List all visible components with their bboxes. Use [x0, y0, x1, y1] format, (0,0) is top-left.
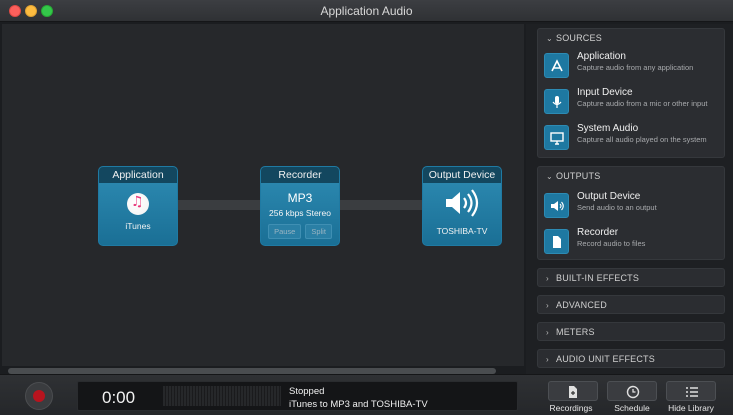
microphone-icon: [544, 89, 569, 114]
source-item-system-audio[interactable]: System Audio Capture all audio played on…: [544, 123, 720, 153]
status-display: 0:00 Stopped iTunes to MP3 and TOSHIBA-T…: [77, 381, 518, 411]
chevron-down-icon: ⌄: [546, 34, 553, 43]
audio-unit-effects-section[interactable]: ›AUDIO UNIT EFFECTS: [537, 349, 725, 368]
recorder-node[interactable]: Recorder MP3 256 kbps Stereo Pause Split: [260, 166, 340, 246]
node-header: Output Device: [423, 167, 501, 183]
clock-icon: [626, 385, 640, 399]
sources-section: ⌄SOURCES Application Capture audio from …: [537, 28, 725, 158]
schedule-label: Schedule: [614, 403, 650, 413]
recordings-button[interactable]: [548, 381, 598, 401]
chevron-right-icon: ›: [546, 355, 549, 364]
pause-button[interactable]: Pause: [268, 224, 302, 239]
output-device-node[interactable]: Output Device TOSHIBA-TV: [422, 166, 502, 246]
list-icon: [686, 387, 698, 397]
speaker-icon: [446, 189, 479, 217]
recorder-quality: 256 kbps Stereo: [269, 208, 331, 218]
level-meter: [163, 386, 281, 406]
output-item-recorder[interactable]: Recorder Record audio to files: [544, 227, 720, 257]
library-panel: ⌄SOURCES Application Capture audio from …: [526, 24, 733, 374]
recordings-icon: [569, 386, 577, 398]
node-header: Recorder: [261, 167, 339, 183]
recordings-label: Recordings: [549, 403, 593, 413]
outputs-header[interactable]: ⌄OUTPUTS: [538, 167, 724, 185]
monitor-icon: [544, 125, 569, 150]
chevron-right-icon: ›: [546, 274, 549, 283]
split-button[interactable]: Split: [305, 224, 332, 239]
bottom-toolbar: 0:00 Stopped iTunes to MP3 and TOSHIBA-T…: [0, 374, 733, 415]
window-title: Application Audio: [320, 4, 413, 18]
node-label: iTunes: [125, 221, 151, 231]
node-label: TOSHIBA-TV: [436, 226, 488, 236]
source-item-application[interactable]: Application Capture audio from any appli…: [544, 51, 720, 81]
node-header: Application: [99, 167, 177, 183]
builtin-effects-section[interactable]: ›BUILT-IN EFFECTS: [537, 268, 725, 287]
chevron-down-icon: ⌄: [546, 172, 553, 181]
connection-wire: [340, 200, 426, 210]
advanced-section[interactable]: ›ADVANCED: [537, 295, 725, 314]
maximize-window-button[interactable]: [41, 5, 53, 17]
horizontal-scrollbar[interactable]: [8, 368, 496, 374]
meters-section[interactable]: ›METERS: [537, 322, 725, 341]
hide-library-button[interactable]: [666, 381, 716, 401]
status-detail: iTunes to MP3 and TOSHIBA-TV: [289, 399, 428, 410]
connection-wire: [178, 200, 262, 210]
itunes-icon: [127, 193, 149, 215]
hide-library-label: Hide Library: [668, 403, 714, 413]
speaker-icon: [544, 193, 569, 218]
schedule-button[interactable]: [607, 381, 657, 401]
chevron-right-icon: ›: [546, 328, 549, 337]
sources-header[interactable]: ⌄SOURCES: [538, 29, 724, 47]
pipeline-canvas[interactable]: Application iTunes Recorder MP3 256 kbps…: [2, 24, 524, 366]
document-icon: [544, 229, 569, 254]
title-bar: Application Audio: [0, 0, 733, 22]
close-window-button[interactable]: [9, 5, 21, 17]
outputs-section: ⌄OUTPUTS Output Device Send audio to an …: [537, 166, 725, 260]
chevron-right-icon: ›: [546, 301, 549, 310]
minimize-window-button[interactable]: [25, 5, 37, 17]
elapsed-time: 0:00: [102, 388, 136, 407]
application-node[interactable]: Application iTunes: [98, 166, 178, 246]
app-store-icon: [544, 53, 569, 78]
recorder-format: MP3: [287, 191, 313, 205]
record-button[interactable]: [25, 382, 53, 410]
output-item-output-device[interactable]: Output Device Send audio to an output: [544, 191, 720, 221]
status-text: Stopped: [289, 386, 325, 397]
source-item-input-device[interactable]: Input Device Capture audio from a mic or…: [544, 87, 720, 117]
